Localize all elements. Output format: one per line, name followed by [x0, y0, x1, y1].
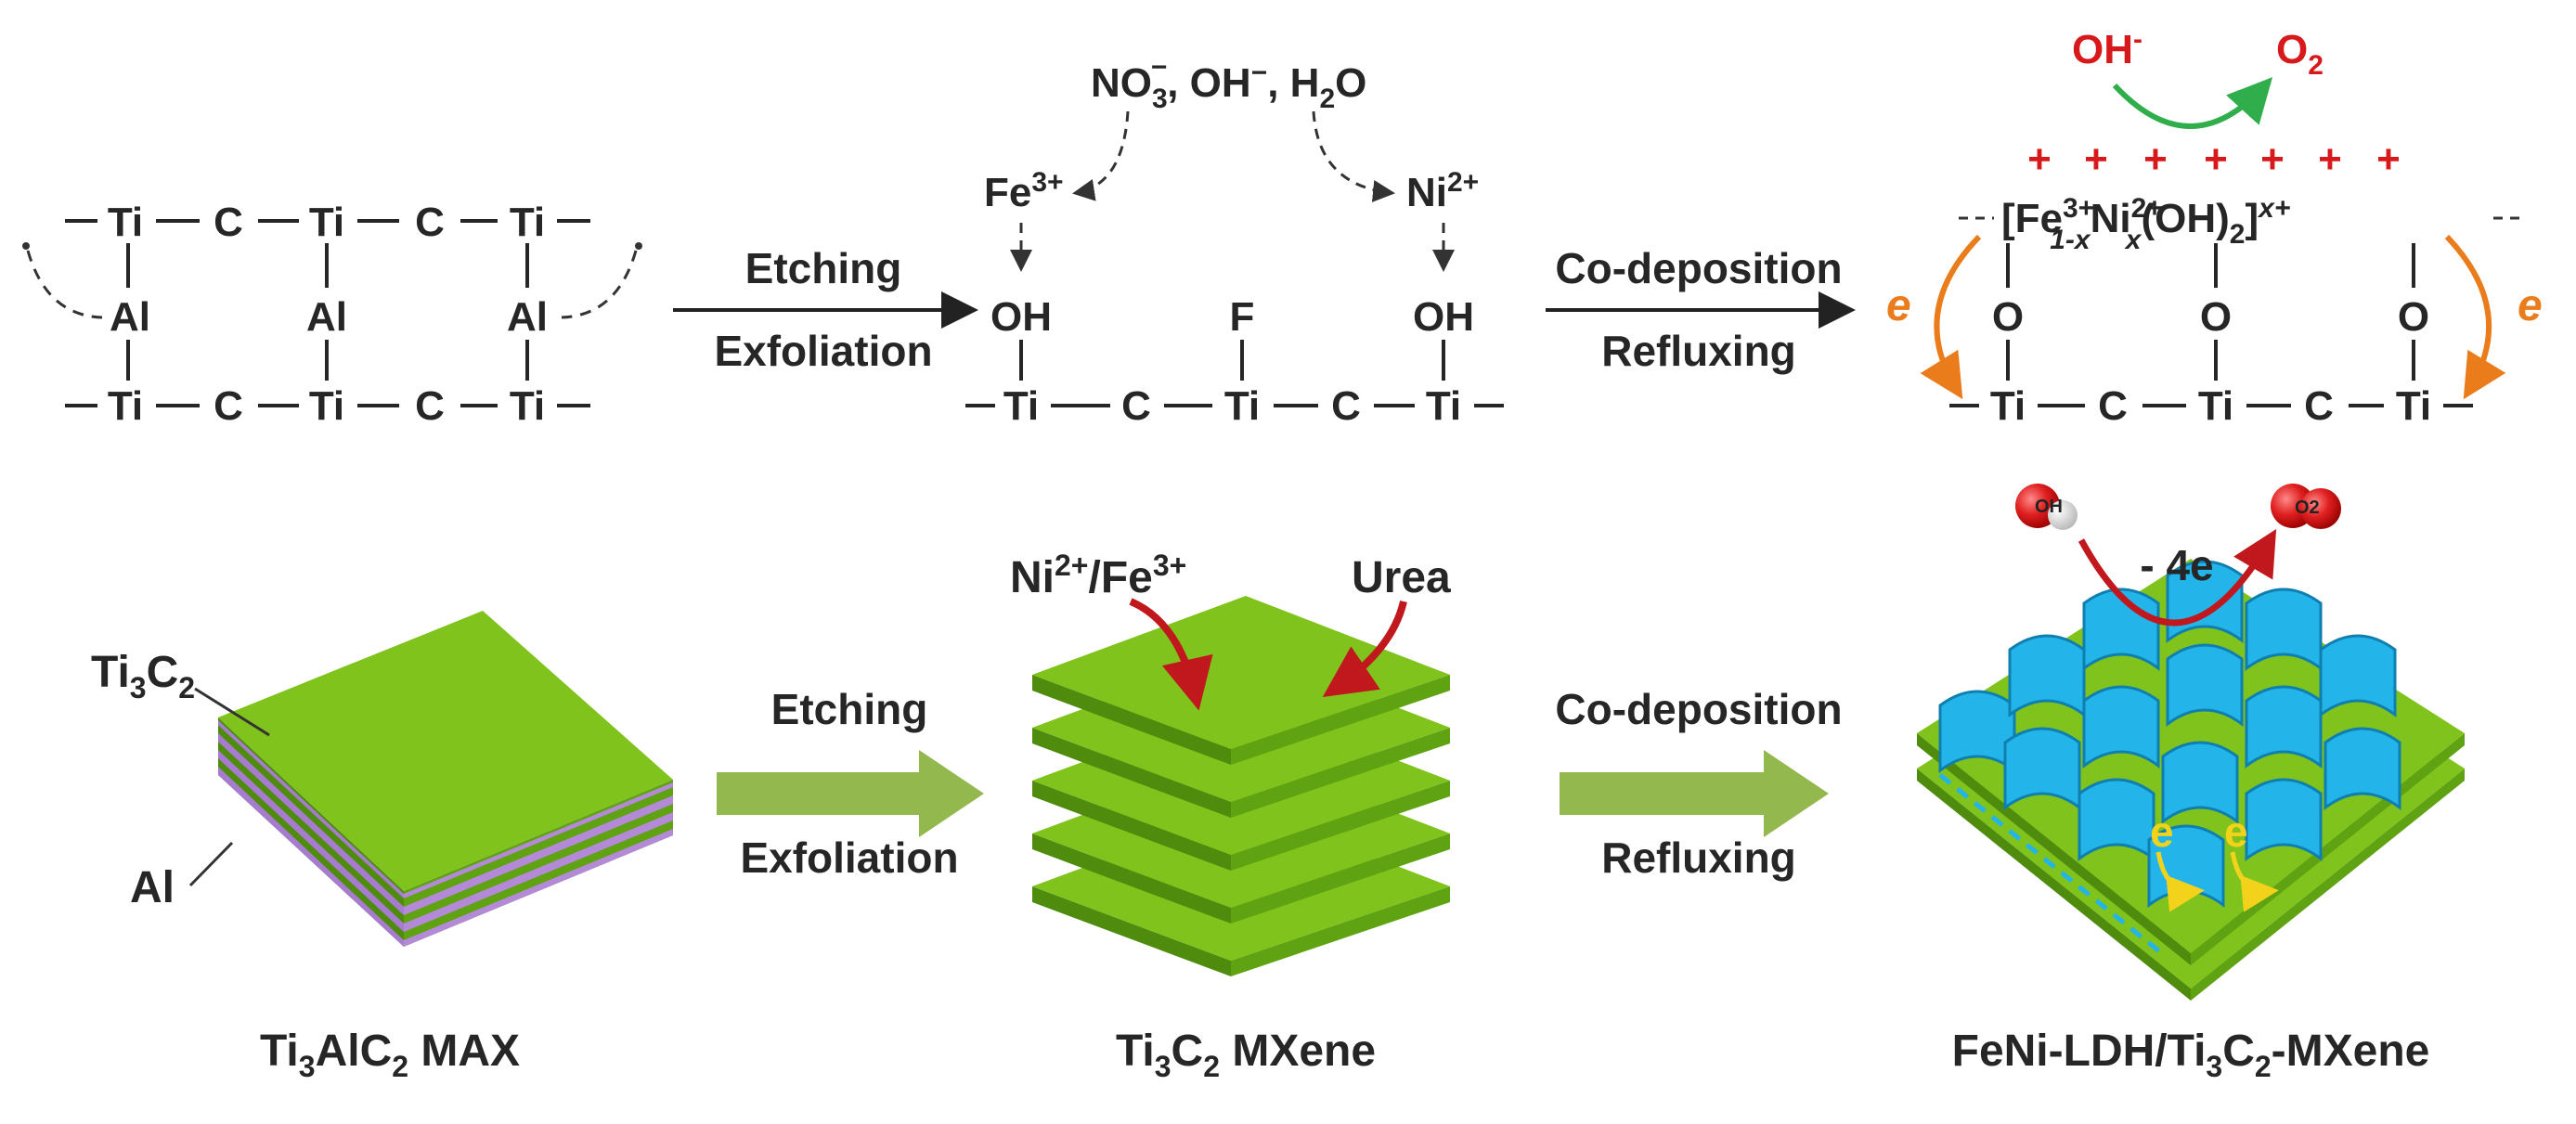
co-deposition-label: Co-deposition — [1555, 685, 1842, 733]
electron-label-right: e — [2518, 281, 2543, 330]
max-al: Al — [110, 294, 150, 340]
four-electron-label: - 4e — [2140, 541, 2213, 589]
dot — [635, 242, 642, 250]
exfoliation-label: Exfoliation — [714, 327, 932, 375]
refluxing-label: Refluxing — [1601, 833, 1796, 882]
refluxing-label: Refluxing — [1601, 327, 1796, 375]
max-atom: C — [214, 200, 243, 245]
electron-arrow-left — [1920, 234, 1982, 400]
fe-ion: Fe3+ — [984, 167, 1064, 215]
max-atom: Ti — [309, 383, 344, 429]
ni-ion: Ni2+ — [1406, 167, 1479, 215]
mxene-atom: Ti — [1426, 383, 1461, 429]
max-atom: Ti — [309, 200, 344, 245]
ldh-atom: C — [2304, 383, 2334, 429]
oer-green-arrow — [2112, 77, 2273, 129]
max-bonds — [65, 219, 590, 407]
reagent-red-arrow — [1322, 601, 1407, 697]
svg-text:+: + — [2143, 136, 2168, 182]
ldh-formula: [Fe3+1-xNi2+x(OH)2]x+ — [2001, 193, 2290, 255]
reagent-dashed-arrows — [1010, 110, 1455, 272]
urea-label: Urea — [1352, 553, 1451, 602]
svg-text:+: + — [2318, 136, 2342, 182]
metal-ions-label: Ni2+/Fe3+ — [1010, 549, 1186, 602]
ldh-bonds — [1949, 243, 2473, 407]
sheet — [1032, 596, 1450, 765]
ldh-nanosheets — [1938, 560, 2401, 908]
al-layer-label: Al — [130, 863, 175, 912]
ldh-oxygen: O — [1992, 294, 2024, 340]
svg-text:+: + — [2027, 136, 2052, 182]
caption-max: Ti3AlC2 MAX — [260, 1027, 520, 1083]
max-atom: C — [415, 383, 445, 429]
mxene-atom: C — [1331, 383, 1361, 429]
etching-label: Etching — [745, 244, 902, 292]
max-atom: Ti — [108, 200, 143, 245]
top-step1-arrow: Etching Exfoliation — [673, 244, 978, 375]
ti3c2-layer-label: Ti3C2 — [91, 648, 195, 704]
positive-charges: + + + + + + + — [2027, 136, 2401, 182]
reagent-list: NO3−, OH−, H2O — [1091, 52, 1366, 114]
electron-label-left: e — [1886, 281, 1911, 330]
max-atom: Ti — [108, 383, 143, 429]
bottom-step1-arrow: Etching Exfoliation — [717, 685, 984, 882]
max-atom: C — [214, 383, 243, 429]
purple-layers — [218, 720, 673, 947]
max-atom: Ti — [510, 383, 545, 429]
svg-text:+: + — [2084, 136, 2108, 182]
max-al: Al — [306, 294, 347, 340]
mxene-sheets: Ni2+/Fe3+ Urea — [1010, 549, 1451, 976]
svg-text:+: + — [2204, 136, 2228, 182]
ldh-atom: Ti — [2396, 383, 2431, 429]
max-al: Al — [507, 294, 548, 340]
max-layered-block: Ti3C2 Al — [91, 611, 673, 947]
reagent-red-arrow — [1129, 598, 1213, 711]
mxene-atom: C — [1121, 383, 1151, 429]
terminal-group: F — [1230, 294, 1255, 340]
co-deposition-label: Co-deposition — [1555, 244, 1842, 292]
exfoliation-label: Exfoliation — [740, 833, 958, 882]
ldh-oxygen: O — [2200, 294, 2232, 340]
mxene-atom: Ti — [1224, 383, 1260, 429]
o2-molecule-icon: O2 — [2271, 484, 2341, 529]
svg-text:+: + — [2260, 136, 2285, 182]
oxygen-label: O2 — [2276, 27, 2324, 81]
max-structure: Ti C Ti C Ti Al Al Al Ti C Ti C Ti — [22, 200, 642, 429]
ldh-atom: Ti — [2198, 383, 2233, 429]
electron-arrow-right — [2444, 234, 2506, 400]
oh-molecule-icon: OH — [2015, 484, 2078, 530]
oer-red-arrow — [2078, 528, 2277, 627]
svg-text:OH: OH — [2035, 497, 2063, 517]
caption-mxene: Ti3C2 MXene — [1116, 1027, 1376, 1083]
svg-text:O2: O2 — [2295, 497, 2320, 518]
electron-label: e — [2150, 807, 2174, 856]
hydroxide-label: OH- — [2072, 24, 2142, 72]
electron-label: e — [2224, 807, 2248, 856]
ldh-atom: C — [2098, 383, 2128, 429]
dot — [22, 242, 30, 250]
mxene-atom: Ti — [1003, 383, 1039, 429]
ldh-atom: Ti — [1990, 383, 2026, 429]
mxene-structure: NO3−, OH−, H2O Fe3+ Ni2+ OH F OH Ti C Ti… — [965, 52, 1504, 429]
etching-label: Etching — [771, 685, 928, 733]
ldh-oxygen: O — [2398, 294, 2429, 340]
feni-ldh-composite: e e OH O2 - 4e — [1917, 484, 2465, 1001]
terminal-group: OH — [1413, 294, 1474, 340]
caption-composite: FeNi-LDH/Ti3C2-MXene — [1952, 1027, 2430, 1083]
max-atom: Ti — [510, 200, 545, 245]
ldh-structure: OH- O2 + + + + + + + [Fe3+1-xNi2+x(OH)2]… — [1886, 24, 2543, 429]
svg-text:+: + — [2376, 136, 2401, 182]
max-atom: C — [415, 200, 445, 245]
bottom-step2-arrow: Co-deposition Refluxing — [1555, 685, 1842, 882]
mxene-bonds — [965, 340, 1504, 407]
top-step2-arrow: Co-deposition Refluxing — [1546, 244, 1856, 375]
terminal-group: OH — [990, 294, 1052, 340]
